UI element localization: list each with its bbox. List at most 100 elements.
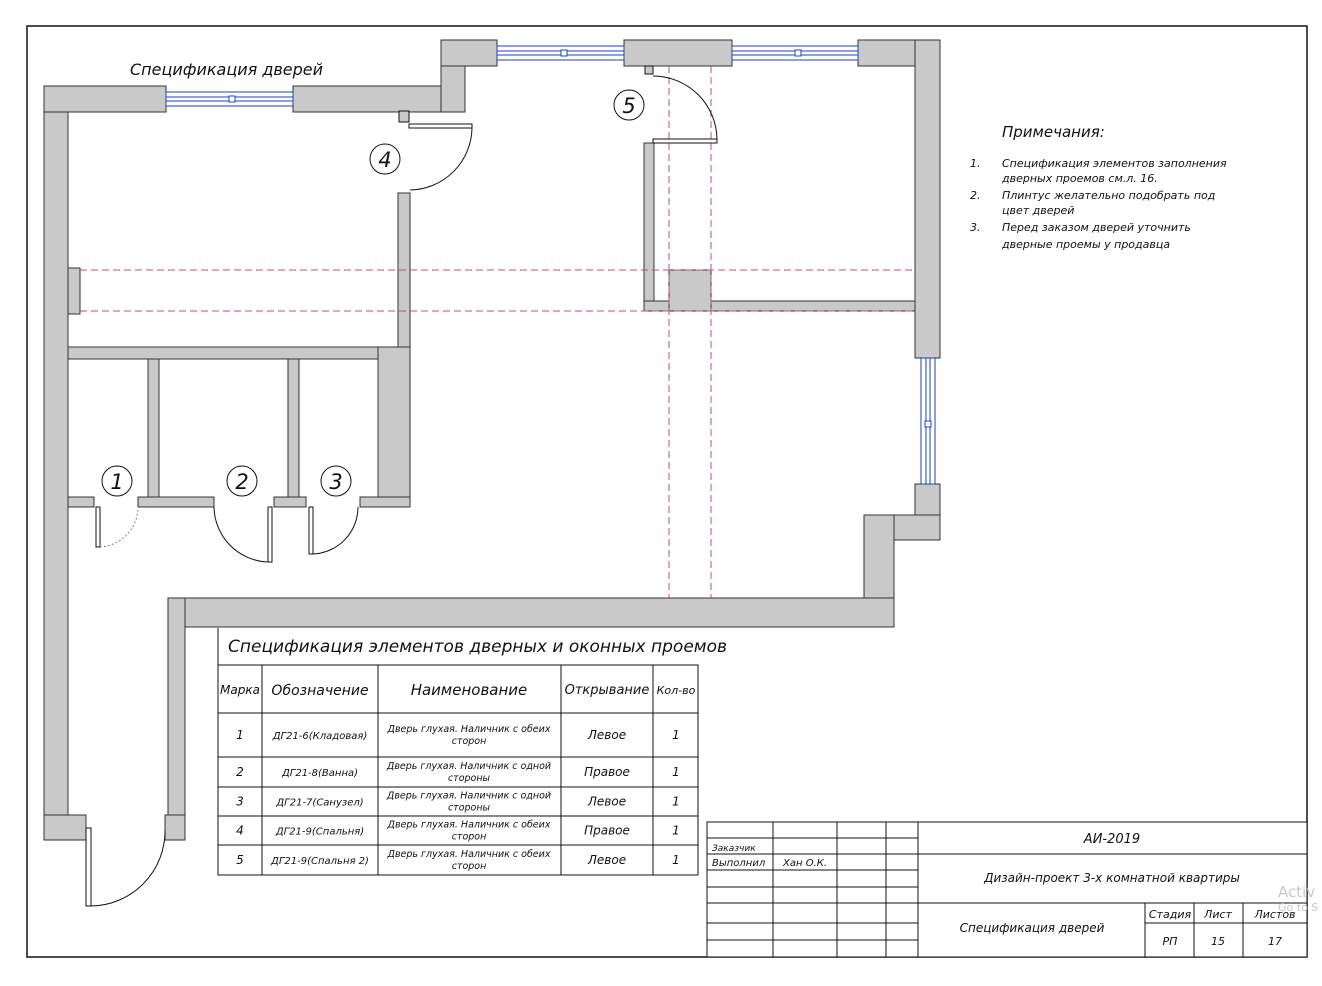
spec-row-1-code: ДГ21-6(Кладовая) [272,731,368,742]
window-top-right [731,45,859,61]
spec-row-3-code: ДГ21-7(Санузел) [275,798,363,809]
interior-walls [67,142,916,508]
wall-left-notch [67,267,81,315]
door-4 [398,110,473,191]
spec-row-2-qty: 1 [672,765,680,779]
door-mark-3-circle [320,465,352,497]
spec-header-code: Обозначение [271,683,368,699]
wall-bedroom2-left [643,142,655,312]
spec-row-4-opening: Правое [584,824,630,838]
wall-door-stub-c [273,496,307,508]
spec-row-1-mark: 1 [236,728,244,742]
wall-top-joint [440,39,498,67]
title-customer-label: Заказчик [712,844,756,854]
door-mark-3: 3 [329,470,342,494]
door-3 [308,506,359,555]
title-sheet-name: Спецификация дверей [960,921,1105,935]
spec-header-mark: Марка [220,683,260,697]
wall-bedroom-vertical [397,192,411,360]
wall-door-stub-a [67,496,95,508]
wall-entry-jamb-left [43,814,87,841]
title-sheets-label: Листов [1253,908,1295,921]
wall-utility-right [377,346,411,507]
window-right [920,357,936,485]
spec-row-3-qty: 1 [672,795,680,809]
doors [85,65,718,907]
wall-door-stub-d [359,496,411,508]
title-block-background [707,822,1307,957]
notes: Примечания: 1. Спецификация элементов за… [970,123,1227,251]
spec-row-5-qty: 1 [672,853,680,867]
spec-table-rows: 1 ДГ21-6(Кладовая) Дверь глухая. Наличник … [236,724,680,872]
spec-row-2-name-line-1: Дверь глухая. Наличник с одной [386,761,551,772]
spec-row-4-code: ДГ21-9(Спальня) [275,827,364,838]
door-mark-2: 2 [235,470,248,494]
spec-table: Спецификация элементов дверных и оконных… [217,628,727,881]
door-mark-1: 1 [110,470,123,494]
title-performer-label: Выполнил [712,858,766,869]
note-1-number: 1. [970,157,981,170]
door-5 [644,65,718,144]
door-mark-5: 5 [622,94,635,118]
title-project: Дизайн-проект 3-х комнатной квартиры [983,871,1240,885]
note-1-line-2: дверных проемов см.л. 16. [1001,172,1158,185]
spec-row-5-name-line-2: сторон [452,861,487,872]
window-top-left [165,91,294,107]
spec-row-2-opening: Правое [584,765,630,779]
watermark-line-1: Activ [1278,883,1316,901]
wall-top-pier [623,39,733,67]
plan-title: Спецификация дверей [130,60,323,79]
note-1-line-1: Спецификация элементов заполнения [1002,157,1227,170]
spec-row-1-name-line-2: сторон [452,736,487,747]
title-block: Заказчик Выполнил Хан О.К. АИ-2019 Дизай… [706,821,1308,958]
door-mark-4-circle [369,143,401,175]
wall-right-upper [914,39,941,359]
title-sheets-total: 17 [1268,935,1282,948]
spec-row-3-name-line-2: стороны [448,803,491,814]
wall-top-left [43,85,167,113]
spec-row-2-name-line-2: стороны [448,773,491,784]
spec-row-1-qty: 1 [672,728,680,742]
wall-top-mid [292,85,466,113]
spec-header-qty: Кол-во [657,684,696,697]
door-1 [95,506,139,548]
door-mark-5-circle [613,89,645,121]
note-2-line-1: Плинтус желательно подобрать под [1002,189,1215,202]
title-block-grid [706,821,1308,958]
note-3-line-2: дверные проемы у продавца [1001,238,1170,251]
spec-row-2-mark: 2 [236,765,244,779]
door-2 [213,506,273,563]
spec-row-4-name-line-1: Дверь глухая. Наличник с обеих [387,820,551,831]
activation-watermark: Activ Go to S [1278,883,1322,923]
spec-row-1-opening: Левое [587,728,626,742]
title-sheet-number: 15 [1211,935,1225,948]
spec-row-5-name-line-1: Дверь глухая. Наличник с обеих [387,849,551,860]
spec-row-5-mark: 5 [236,853,244,867]
note-2-number: 2. [970,189,981,202]
spec-table-background [218,628,715,881]
wall-bottom [182,597,895,628]
spec-row-5-code: ДГ21-9(Спальня 2) [270,856,369,867]
wall-corridor-horizontal [67,346,411,360]
note-3-line-1: Перед заказом дверей уточнить [1002,221,1191,234]
note-2-line-2: цвет дверей [1002,204,1074,217]
title-stage: РП [1163,935,1178,948]
column [668,269,712,312]
spec-row-4-name-line-2: сторон [452,832,487,843]
door-mark-2-circle [226,465,258,497]
spec-table-grid [217,664,699,876]
spec-row-4-mark: 4 [236,824,244,838]
spec-table-title: Спецификация элементов дверных и оконных… [228,637,727,657]
spec-row-4-qty: 1 [672,824,680,838]
wall-door-stub-b [137,496,215,508]
door-entry [85,827,166,907]
spec-row-5-opening: Левое [587,853,626,867]
spec-row-3-mark: 3 [236,795,244,809]
title-performer-name: Хан О.К. [782,858,827,869]
door-mark-1-circle [101,465,133,497]
axis-lines [80,66,915,598]
notes-heading: Примечания: [1002,123,1105,141]
spec-row-3-name-line-1: Дверь глухая. Наличник с одной [386,791,551,802]
wall-left-outer [43,85,69,822]
